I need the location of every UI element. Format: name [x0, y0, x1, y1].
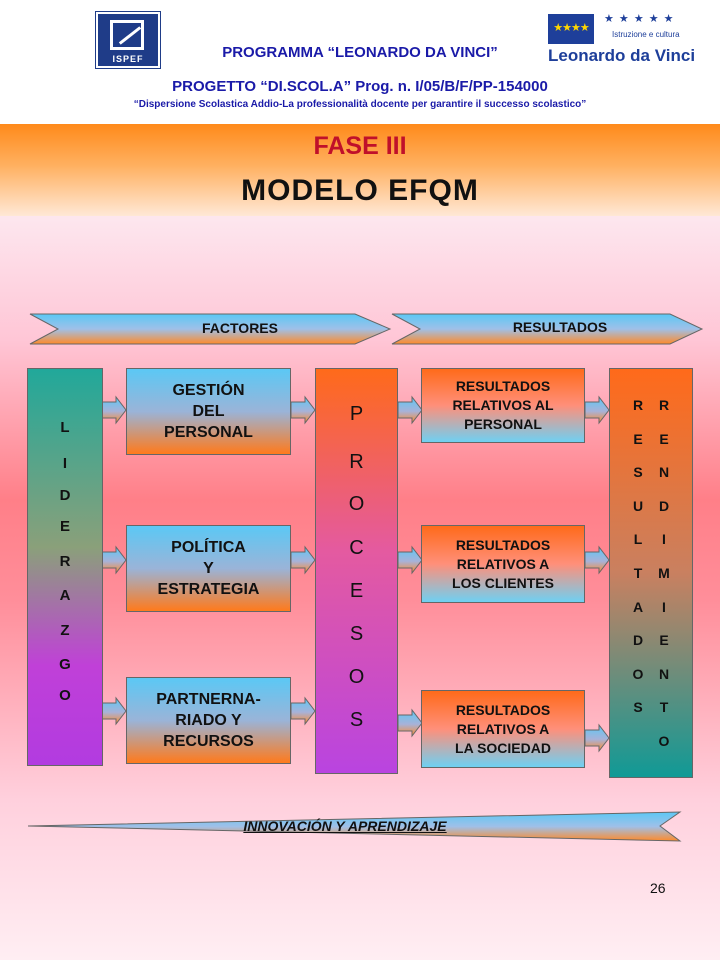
liderazgo-letter: I	[62, 455, 68, 472]
result-line: LOS CLIENTES	[452, 574, 554, 591]
liderazgo-letter: O	[59, 687, 71, 704]
procesos-letter: E	[349, 580, 364, 602]
procesos-letter: R	[349, 451, 364, 473]
page-number: 26	[650, 880, 666, 896]
procesos-letter: C	[349, 537, 364, 559]
procesos-letter: O	[348, 666, 365, 688]
education-culture-logo: ★ ★ ★ ★ ★ Istruzione e cultura	[602, 10, 680, 46]
resultados-letter: U	[632, 497, 644, 514]
liderazgo-letter: D	[59, 487, 71, 504]
procesos-letter: O	[348, 493, 365, 515]
resultados-letter: A	[632, 598, 644, 615]
resultados-personal-box: RESULTADOS RELATIVOS AL PERSONAL	[421, 368, 585, 443]
factor-line: RECURSOS	[163, 733, 254, 750]
result-line: RESULTADOS	[455, 701, 551, 718]
connector-arrows	[101, 395, 610, 753]
gestion-personal-box: GESTIÓN DEL PERSONAL	[126, 368, 291, 455]
result-line: PERSONAL	[464, 416, 542, 432]
ispef-logo-text: ISPEF	[112, 54, 144, 64]
procesos-letter: S	[349, 623, 364, 645]
factor-line: POLÍTICA	[171, 539, 246, 556]
factor-line: PARTNERNA-	[156, 691, 261, 708]
procesos-letter: S	[349, 709, 364, 731]
rendimiento-letter: O	[658, 733, 670, 749]
factor-line: RIADO Y	[175, 712, 242, 729]
factor-line: PERSONAL	[164, 424, 253, 441]
liderazgo-letter: G	[59, 656, 71, 673]
innovacion-arrow	[27, 811, 682, 842]
resultados-arrow	[391, 313, 704, 345]
resultados-sociedad-box: RESULTADOS RELATIVOS A LA SOCIEDAD	[421, 690, 585, 768]
liderazgo-letter: A	[59, 587, 71, 604]
innovacion-label: INNOVACIÓN Y APRENDIZAJE	[243, 818, 447, 834]
result-line: RELATIVOS AL	[452, 397, 554, 413]
model-title: MODELO EFQM	[241, 174, 479, 207]
rendimiento-letter: I	[662, 598, 666, 615]
rendimiento-letter: R	[658, 397, 670, 413]
resultados-letter: D	[632, 632, 644, 649]
liderazgo-letter: Z	[60, 622, 70, 639]
rendimiento-letter: N	[658, 464, 670, 481]
ispef-mark-icon	[110, 20, 144, 50]
project-title: PROGETTO “DI.SCOL.A” Prog. n. I/05/B/F/P…	[172, 78, 548, 95]
rendimiento-letter: M	[658, 565, 670, 581]
resultados-letter: S	[633, 464, 643, 481]
program-title: PROGRAMMA “LEONARDO DA VINCI”	[222, 44, 498, 61]
result-line: RESULTADOS	[455, 536, 551, 553]
factor-line: DEL	[192, 403, 225, 420]
resultados-letter: R	[632, 397, 644, 413]
rendimiento-letter: E	[659, 430, 669, 447]
resultados-letter: O	[632, 665, 644, 682]
ispef-logo: ISPEF	[95, 11, 161, 69]
result-line: RESULTADOS	[455, 378, 551, 394]
factor-line: ESTRATEGIA	[157, 581, 260, 598]
result-line: RELATIVOS A	[456, 720, 550, 737]
title-band	[0, 124, 720, 216]
resultados-label: RESULTADOS	[512, 319, 608, 335]
politica-estrategia-box: POLÍTICA Y ESTRATEGIA	[126, 525, 291, 612]
rendimiento-letter: E	[659, 632, 669, 649]
result-line: LA SOCIEDAD	[455, 739, 551, 756]
resultados-letter: E	[633, 430, 643, 447]
liderazgo-letter: R	[59, 553, 71, 570]
eu-flag-icon: ★★★★	[548, 14, 594, 44]
resultados-letter: S	[633, 699, 643, 716]
resultados-letter: L	[633, 531, 643, 548]
liderazgo-letter: E	[59, 518, 70, 535]
factores-arrow	[29, 313, 392, 345]
procesos-box: P R O C E S O S	[315, 368, 398, 774]
rendimiento-letter: N	[658, 665, 670, 682]
rendimiento-letter: I	[662, 531, 666, 548]
rendimiento-letter: T	[659, 699, 669, 716]
factor-line: GESTIÓN	[172, 382, 245, 399]
resultados-letter: T	[633, 565, 643, 581]
project-subtitle: “Dispersione Scolastica Addio-La profess…	[133, 99, 587, 110]
education-culture-text: Istruzione e cultura	[612, 30, 680, 39]
liderazgo-letter: L	[60, 419, 70, 436]
leonardo-logo-text: Leonardo da Vinci	[548, 46, 696, 65]
resultados-clientes-box: RESULTADOS RELATIVOS A LOS CLIENTES	[421, 525, 585, 603]
stars-arc-icon: ★ ★ ★ ★ ★	[604, 13, 675, 25]
result-line: RELATIVOS A	[456, 555, 550, 572]
procesos-letter: P	[349, 403, 364, 425]
rendimiento-letter: D	[658, 497, 670, 514]
factor-line: Y	[203, 560, 214, 577]
partnerariado-recursos-box: PARTNERNA- RIADO Y RECURSOS	[126, 677, 291, 764]
liderazgo-box: L I D E R A Z G O	[27, 368, 103, 766]
factores-label: FACTORES	[202, 320, 278, 336]
phase-title: FASE III	[313, 132, 407, 160]
